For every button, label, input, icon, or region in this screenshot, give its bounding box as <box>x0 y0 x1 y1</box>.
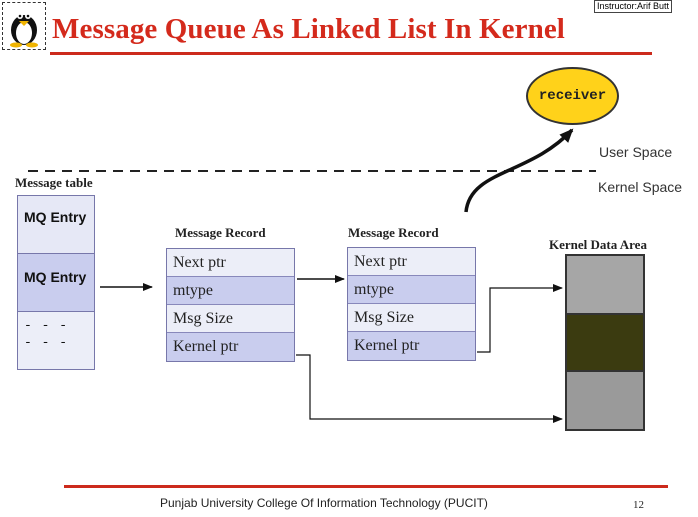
footer-rule <box>64 485 668 488</box>
kernel-data-block-1 <box>567 256 643 315</box>
record-1-mtype: mtype <box>167 277 294 305</box>
mq-entry-2: MQ Entry <box>18 254 94 312</box>
penguin-icon <box>2 2 46 50</box>
instructor-label: Instructor:Arif Butt <box>594 0 673 13</box>
slide-title: Message Queue As Linked List In Kernel <box>52 13 565 45</box>
kernel-data-block-2 <box>567 315 643 372</box>
footer-institution: Punjab University College Of Information… <box>160 496 488 510</box>
message-table-label: Message table <box>15 175 93 190</box>
mq-entry-more: - - - - - - <box>18 312 94 369</box>
record-2-kernel-ptr: Kernel ptr <box>348 332 475 360</box>
kernel-space-label: Kernel Space <box>598 179 683 195</box>
record-1-next-ptr: Next ptr <box>167 249 294 277</box>
arrow-record-2-to-kernel-block-1 <box>477 284 563 353</box>
message-record-label-1: Message Record <box>175 225 266 240</box>
arrow-record-1-to-kernel-block-3 <box>296 354 563 423</box>
title-rule <box>50 52 652 55</box>
page-number: 12 <box>633 499 644 511</box>
kernel-data-area-label: Kernel Data Area <box>549 237 647 252</box>
kernel-data-area <box>565 254 645 431</box>
message-record-1: Next ptr mtype Msg Size Kernel ptr <box>166 248 295 362</box>
record-1-msg-size: Msg Size <box>167 305 294 333</box>
message-table: MQ Entry MQ Entry - - - - - - <box>17 195 95 370</box>
arrow-to-receiver <box>464 128 574 213</box>
user-space-label: User Space <box>599 144 673 160</box>
message-record-label-2: Message Record <box>348 225 439 240</box>
message-record-2: Next ptr mtype Msg Size Kernel ptr <box>347 247 476 361</box>
record-2-next-ptr: Next ptr <box>348 248 475 276</box>
kernel-data-block-3 <box>567 372 643 429</box>
record-2-msg-size: Msg Size <box>348 304 475 332</box>
record-1-kernel-ptr: Kernel ptr <box>167 333 294 361</box>
record-2-mtype: mtype <box>348 276 475 304</box>
receiver-process: receiver <box>526 67 619 125</box>
mq-entry-1: MQ Entry <box>18 196 94 254</box>
